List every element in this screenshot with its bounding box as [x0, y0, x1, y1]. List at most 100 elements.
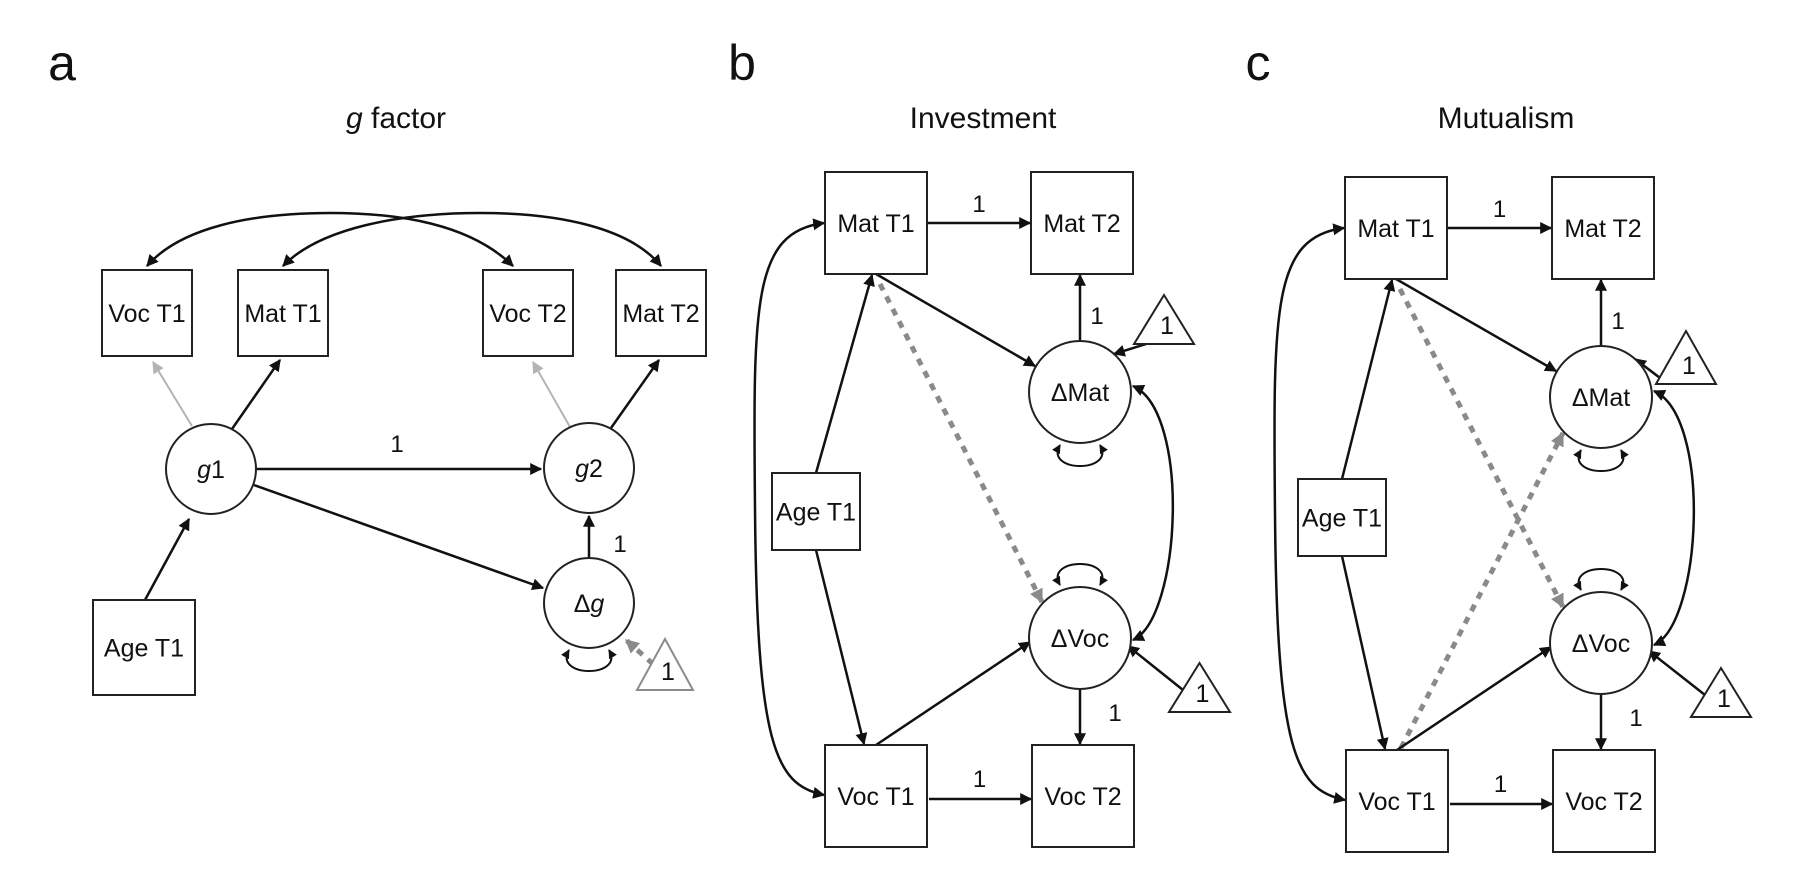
cov-b-dMat-dVoc: [1131, 384, 1174, 642]
node-c-triMat-constant-triangle: [1654, 328, 1718, 385]
node-b-matT1: [824, 171, 928, 275]
node-c-matT2-label: Mat T2: [1564, 215, 1641, 243]
node-c-matT2: [1551, 176, 1655, 280]
node-c-dMat-label: ΔMat: [1572, 384, 1630, 412]
node-c-vocT2: [1552, 749, 1656, 853]
node-c-vocT2-label: Voc T2: [1565, 788, 1642, 816]
edge-a-g1-dg: [253, 483, 545, 591]
edge-b-age-vocT1: [814, 549, 868, 746]
node-c-matT1-label: Mat T1: [1357, 215, 1434, 243]
node-b-triVoc-label: 1: [1196, 680, 1210, 708]
edge-b-const-dVoc: [1127, 645, 1184, 691]
node-b-matT1-label: Mat T1: [837, 210, 914, 238]
node-a-g1-label: g1: [197, 456, 225, 484]
variance-b-dVoc: [1052, 563, 1108, 586]
node-a-vocT1-label: Voc T1: [108, 300, 185, 328]
node-a-vocT1: [101, 269, 193, 357]
cov-a-vocT1-vocT2: [146, 211, 514, 267]
edge-c-age-vocT1: [1340, 555, 1389, 751]
node-b-dVoc-label: ΔVoc: [1051, 625, 1109, 653]
node-a-age: [92, 599, 196, 696]
panel-title-c: Mutualism: [1438, 102, 1575, 135]
coef-b-dVoc-vocT2: 1: [1108, 700, 1121, 727]
coef-a-dg-g2: 1: [613, 531, 626, 558]
edge-c-const-dVoc: [1648, 650, 1706, 696]
variance-c-dVoc: [1573, 568, 1629, 591]
node-b-triVoc-constant-triangle: [1167, 661, 1232, 713]
node-a-g2: [543, 422, 635, 514]
edge-b-matT1-dVoc: [877, 282, 1045, 604]
panel-title-a: g factor: [346, 102, 446, 135]
node-c-triMat-label: 1: [1682, 352, 1696, 380]
node-c-vocT1-label: Voc T1: [1358, 788, 1435, 816]
edge-a-g1-matT1: [230, 359, 282, 430]
edge-b-matT1-dMat: [875, 272, 1037, 368]
edge-b-vocT1-dVoc: [875, 640, 1031, 747]
node-a-vocT2: [482, 269, 574, 357]
edge-b-age-matT1: [814, 273, 875, 474]
coef-c-matT1-matT2: 1: [1493, 196, 1506, 223]
coef-a-g1-g2: 1: [390, 431, 403, 458]
node-b-age: [771, 472, 861, 551]
edge-a-age-g1: [143, 517, 191, 601]
node-c-triVoc-label: 1: [1717, 685, 1731, 713]
node-a-dg: [543, 557, 635, 649]
coef-b-dMat-matT2: 1: [1090, 303, 1103, 330]
cov-a-matT1-matT2: [282, 211, 662, 267]
variance-b-dMat: [1052, 444, 1108, 467]
edge-c-vocT1-dVoc: [1396, 645, 1552, 752]
node-a-matT1-label: Mat T1: [244, 300, 321, 328]
node-b-dVoc: [1028, 586, 1132, 690]
edge-c-vocT1-dMat: [1398, 431, 1566, 750]
node-c-age-label: Age T1: [1302, 505, 1382, 533]
node-c-triVoc-constant-triangle: [1689, 666, 1753, 718]
node-c-age: [1297, 478, 1387, 557]
node-b-matT2: [1030, 171, 1134, 275]
node-a-matT2: [615, 269, 707, 357]
coef-c-dMat-matT2: 1: [1611, 308, 1624, 335]
node-b-triMat-label: 1: [1160, 312, 1174, 340]
node-a-tri-constant-triangle: [635, 636, 695, 691]
node-a-tri-label: 1: [661, 658, 675, 686]
cov-b-matT1-vocT1: [753, 218, 826, 799]
panel-letter-b: b: [728, 35, 756, 91]
edge-c-age-matT1: [1340, 278, 1396, 480]
node-a-matT2-label: Mat T2: [622, 300, 699, 328]
edge-b-const-dMat: [1112, 342, 1147, 357]
node-a-g2-label: g2: [575, 455, 603, 483]
node-a-vocT2-label: Voc T2: [489, 300, 566, 328]
panel-letter-a: a: [48, 35, 76, 91]
node-b-vocT1-label: Voc T1: [837, 783, 914, 811]
node-a-age-label: Age T1: [104, 635, 184, 663]
edge-a-g2-vocT2: [532, 360, 571, 428]
node-c-dVoc: [1549, 591, 1653, 695]
coef-c-vocT1-vocT2: 1: [1494, 771, 1507, 798]
variance-c-dMat: [1573, 449, 1629, 472]
edge-a-g1-vocT1: [152, 360, 193, 427]
node-a-g1: [165, 423, 257, 515]
panel-letter-c: c: [1246, 35, 1271, 91]
edge-c-matT1-dMat: [1395, 277, 1558, 373]
edge-c-matT1-dVoc: [1397, 287, 1566, 609]
node-b-vocT2-label: Voc T2: [1044, 783, 1121, 811]
cov-c-matT1-vocT1: [1273, 223, 1347, 804]
node-c-vocT1: [1345, 749, 1449, 853]
node-b-triMat-constant-triangle: [1132, 293, 1196, 345]
node-b-age-label: Age T1: [776, 499, 856, 527]
node-b-vocT2: [1031, 744, 1135, 848]
node-b-dMat-label: ΔMat: [1051, 379, 1109, 407]
node-b-matT2-label: Mat T2: [1043, 210, 1120, 238]
cov-c-dMat-dVoc: [1652, 389, 1695, 647]
coef-b-matT1-matT2: 1: [972, 191, 985, 218]
node-b-vocT1: [824, 744, 928, 848]
node-b-dMat: [1028, 340, 1132, 444]
panel-title-b: Investment: [910, 102, 1057, 135]
edge-a-const-dg: [624, 638, 655, 666]
edge-a-g2-matT2: [609, 359, 661, 429]
node-a-dg-label: Δg: [574, 590, 605, 618]
variance-a-dg: [561, 649, 617, 672]
coef-b-vocT1-vocT2: 1: [973, 766, 986, 793]
node-c-matT1: [1344, 176, 1448, 280]
node-c-dVoc-label: ΔVoc: [1572, 630, 1630, 658]
